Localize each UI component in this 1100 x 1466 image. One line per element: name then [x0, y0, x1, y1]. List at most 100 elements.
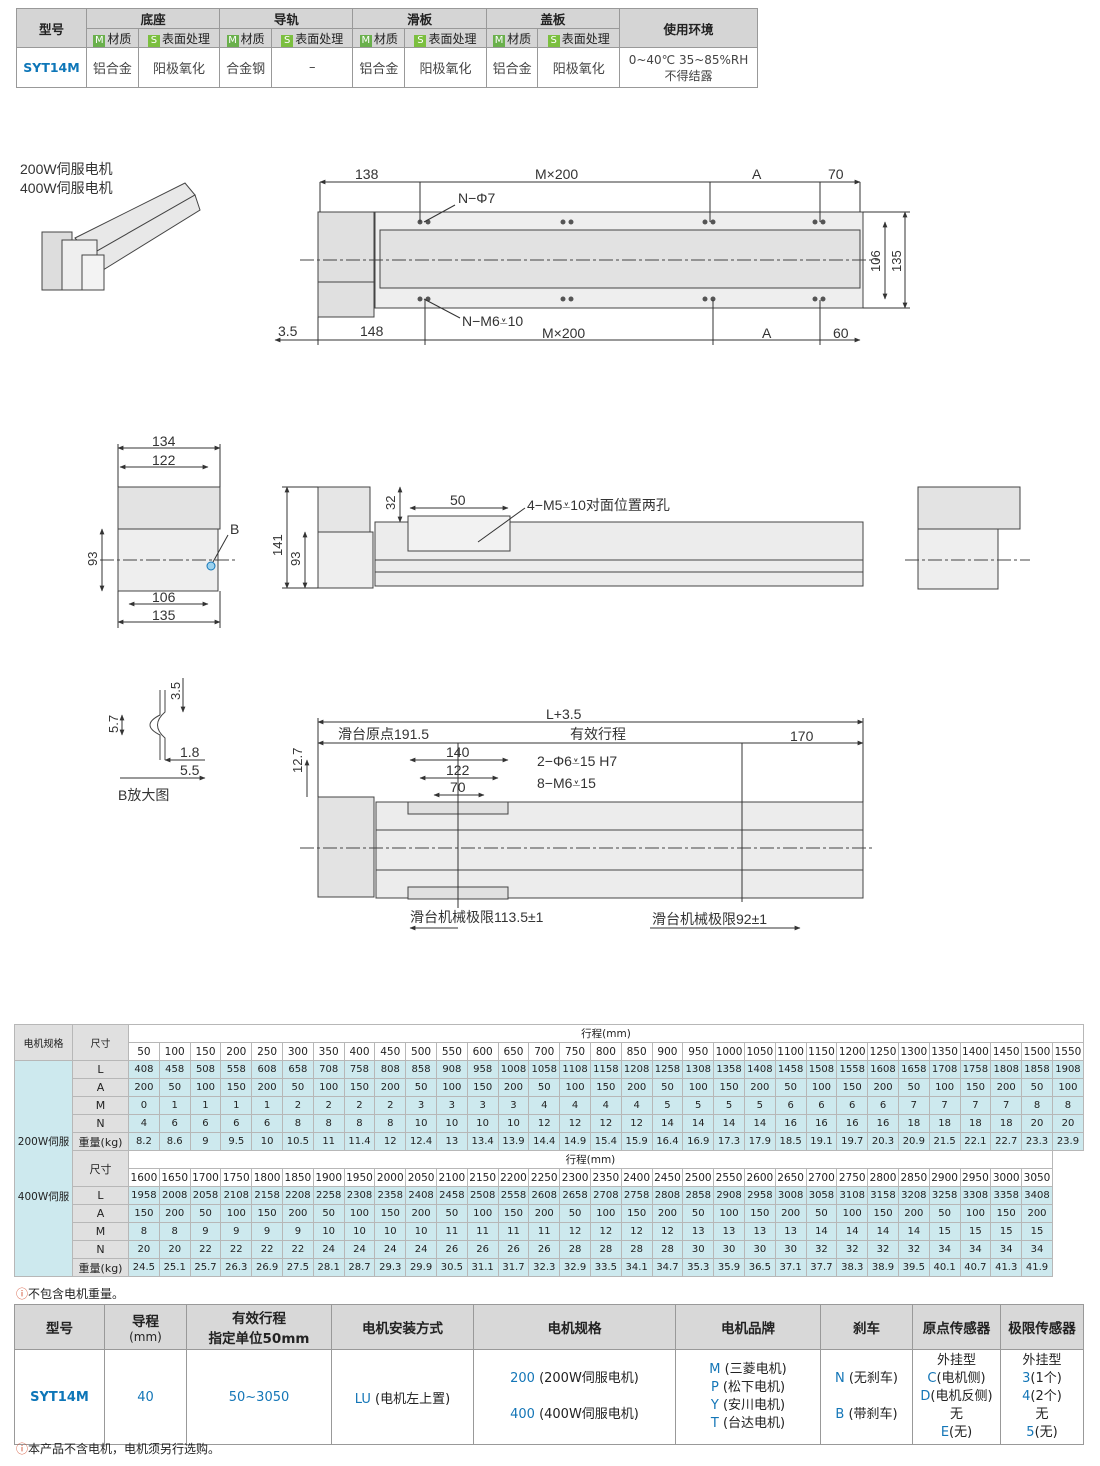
- dim-93: 93: [85, 552, 100, 566]
- table-cell: 3: [497, 1096, 530, 1115]
- dim-170: 170: [790, 728, 814, 744]
- table-cell: 5: [713, 1096, 745, 1115]
- stroke-cell: 1200: [836, 1042, 869, 1061]
- motor-label-400w: 400W伺服电机: [20, 180, 113, 196]
- table-cell: 37.7: [805, 1258, 838, 1277]
- table-cell: 40.1: [928, 1258, 961, 1277]
- spec-cell: 铝合金: [86, 47, 139, 88]
- table-cell: 150: [128, 1204, 160, 1223]
- label-b: B: [230, 521, 239, 537]
- table-cell: 8: [312, 1114, 345, 1133]
- hole-m6-15: 8−M6⩡15: [537, 775, 596, 791]
- table-cell: 5: [743, 1096, 776, 1115]
- stroke-cell: 2350: [589, 1168, 622, 1187]
- table-cell: 808: [374, 1060, 407, 1079]
- table-cell: 8: [1051, 1096, 1085, 1115]
- table-cell: 32: [867, 1240, 899, 1259]
- stroke-cell: 250: [251, 1042, 283, 1061]
- table-cell: 38.3: [836, 1258, 869, 1277]
- table-cell: 9: [281, 1222, 314, 1241]
- table-cell: 11: [312, 1132, 345, 1151]
- table-cell: 50: [281, 1078, 314, 1097]
- stroke-cell: 350: [312, 1042, 345, 1061]
- table-cell: 15: [1021, 1222, 1053, 1241]
- table-cell: 2308: [343, 1186, 376, 1205]
- table-cell: 100: [959, 1204, 992, 1223]
- table-cell: 2258: [312, 1186, 345, 1205]
- table-cell: 6: [774, 1096, 807, 1115]
- row-label: A: [72, 1078, 129, 1097]
- hdr-model: 型号: [14, 1304, 105, 1350]
- spec-cell: 铝合金: [485, 47, 539, 88]
- table-cell: 12: [620, 1222, 653, 1241]
- table-cell: 1: [158, 1096, 191, 1115]
- dim-135: 135: [152, 607, 176, 623]
- motor-note: ⓘ本产品不含电机，电机须另行选购。: [16, 1442, 221, 1456]
- table-cell: 2108: [220, 1186, 253, 1205]
- table-cell: 1708: [928, 1060, 961, 1079]
- stroke-cell: 1150: [805, 1042, 838, 1061]
- hdr-motor-spec: 电机规格: [14, 1024, 73, 1061]
- dim-50: 50: [450, 492, 466, 508]
- stroke-cell: 50: [128, 1042, 160, 1061]
- table-cell: 24: [374, 1240, 407, 1259]
- table-cell: 2708: [589, 1186, 622, 1205]
- table-cell: 1858: [1021, 1060, 1053, 1079]
- table-cell: 2208: [281, 1186, 314, 1205]
- table-cell: 8: [128, 1222, 160, 1241]
- table-cell: 14: [651, 1114, 684, 1133]
- stroke-cell: 900: [651, 1042, 684, 1061]
- table-cell: 8: [1021, 1096, 1053, 1115]
- table-cell: 28: [559, 1240, 591, 1259]
- table-cell: 13: [774, 1222, 807, 1241]
- table-cell: 1258: [651, 1060, 684, 1079]
- table-cell: 24: [405, 1240, 437, 1259]
- table-cell: 11: [528, 1222, 561, 1241]
- table-cell: 9: [220, 1222, 253, 1241]
- stroke-cell: 2250: [528, 1168, 561, 1187]
- table-cell: 1508: [805, 1060, 838, 1079]
- table-cell: 18: [897, 1114, 930, 1133]
- stroke-cell: 1050: [743, 1042, 776, 1061]
- stroke-cell: 2750: [836, 1168, 869, 1187]
- dim-135: 135: [889, 250, 904, 272]
- table-cell: 41.3: [990, 1258, 1023, 1277]
- spec-cell: 阳极氧化: [137, 47, 221, 88]
- table-cell: 3: [466, 1096, 499, 1115]
- table-cell: 26: [497, 1240, 530, 1259]
- stroke-cell: 850: [620, 1042, 653, 1061]
- stroke-cell: 1550: [1051, 1042, 1085, 1061]
- table-cell: 200: [990, 1078, 1023, 1097]
- table-cell: 39.5: [897, 1258, 930, 1277]
- table-cell: 50: [435, 1204, 468, 1223]
- table-cell: 8: [281, 1114, 314, 1133]
- stroke-cell: 2800: [867, 1168, 899, 1187]
- table-cell: 200: [405, 1204, 437, 1223]
- table-cell: 26.9: [251, 1258, 283, 1277]
- table-cell: 34.7: [651, 1258, 684, 1277]
- hdr-motor: 电机规格: [473, 1304, 676, 1350]
- table-cell: 200: [281, 1204, 314, 1223]
- hdr-lead: 导程(mm): [104, 1304, 187, 1350]
- hole-phi6: 2−Φ6⩡15 H7: [537, 753, 617, 769]
- top-view: [274, 179, 910, 345]
- table-cell: 40.7: [959, 1258, 992, 1277]
- table-cell: 100: [189, 1078, 222, 1097]
- table-cell: 608: [251, 1060, 283, 1079]
- table-cell: 22.1: [959, 1132, 992, 1151]
- isometric-view: [41, 182, 201, 291]
- table-cell: 17.3: [713, 1132, 745, 1151]
- table-cell: 28: [651, 1240, 684, 1259]
- stroke-cell: 1400: [959, 1042, 992, 1061]
- table-cell: 908: [435, 1060, 468, 1079]
- row-label: M: [72, 1222, 129, 1241]
- table-cell: 10: [405, 1222, 437, 1241]
- table-cell: 12: [589, 1114, 622, 1133]
- table-cell: 16: [805, 1114, 838, 1133]
- table-cell: 6: [251, 1114, 283, 1133]
- row-label: L: [72, 1060, 129, 1079]
- dim-3-5: 3.5: [278, 323, 298, 339]
- dim-5-5: 5.5: [180, 762, 200, 778]
- table-cell: 2: [281, 1096, 314, 1115]
- table-cell: 2608: [528, 1186, 561, 1205]
